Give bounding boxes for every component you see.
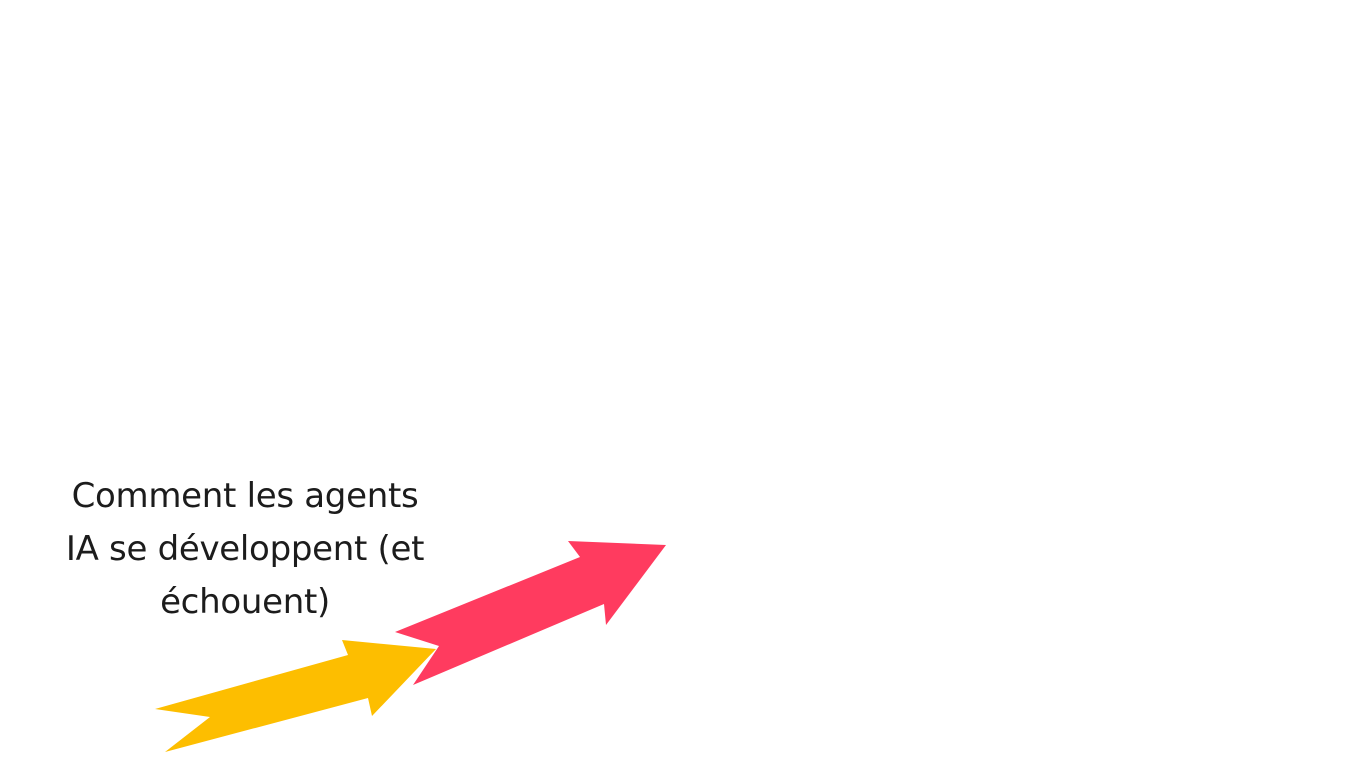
title-line-2: IA se développent (et: [65, 529, 425, 569]
title-line-3: échouent): [160, 582, 330, 622]
slide-title: Comment les agents IA se développent (et…: [45, 470, 445, 629]
red-arrow-icon: [395, 541, 666, 685]
title-line-1: Comment les agents: [71, 476, 419, 516]
yellow-arrow-icon: [155, 640, 436, 752]
